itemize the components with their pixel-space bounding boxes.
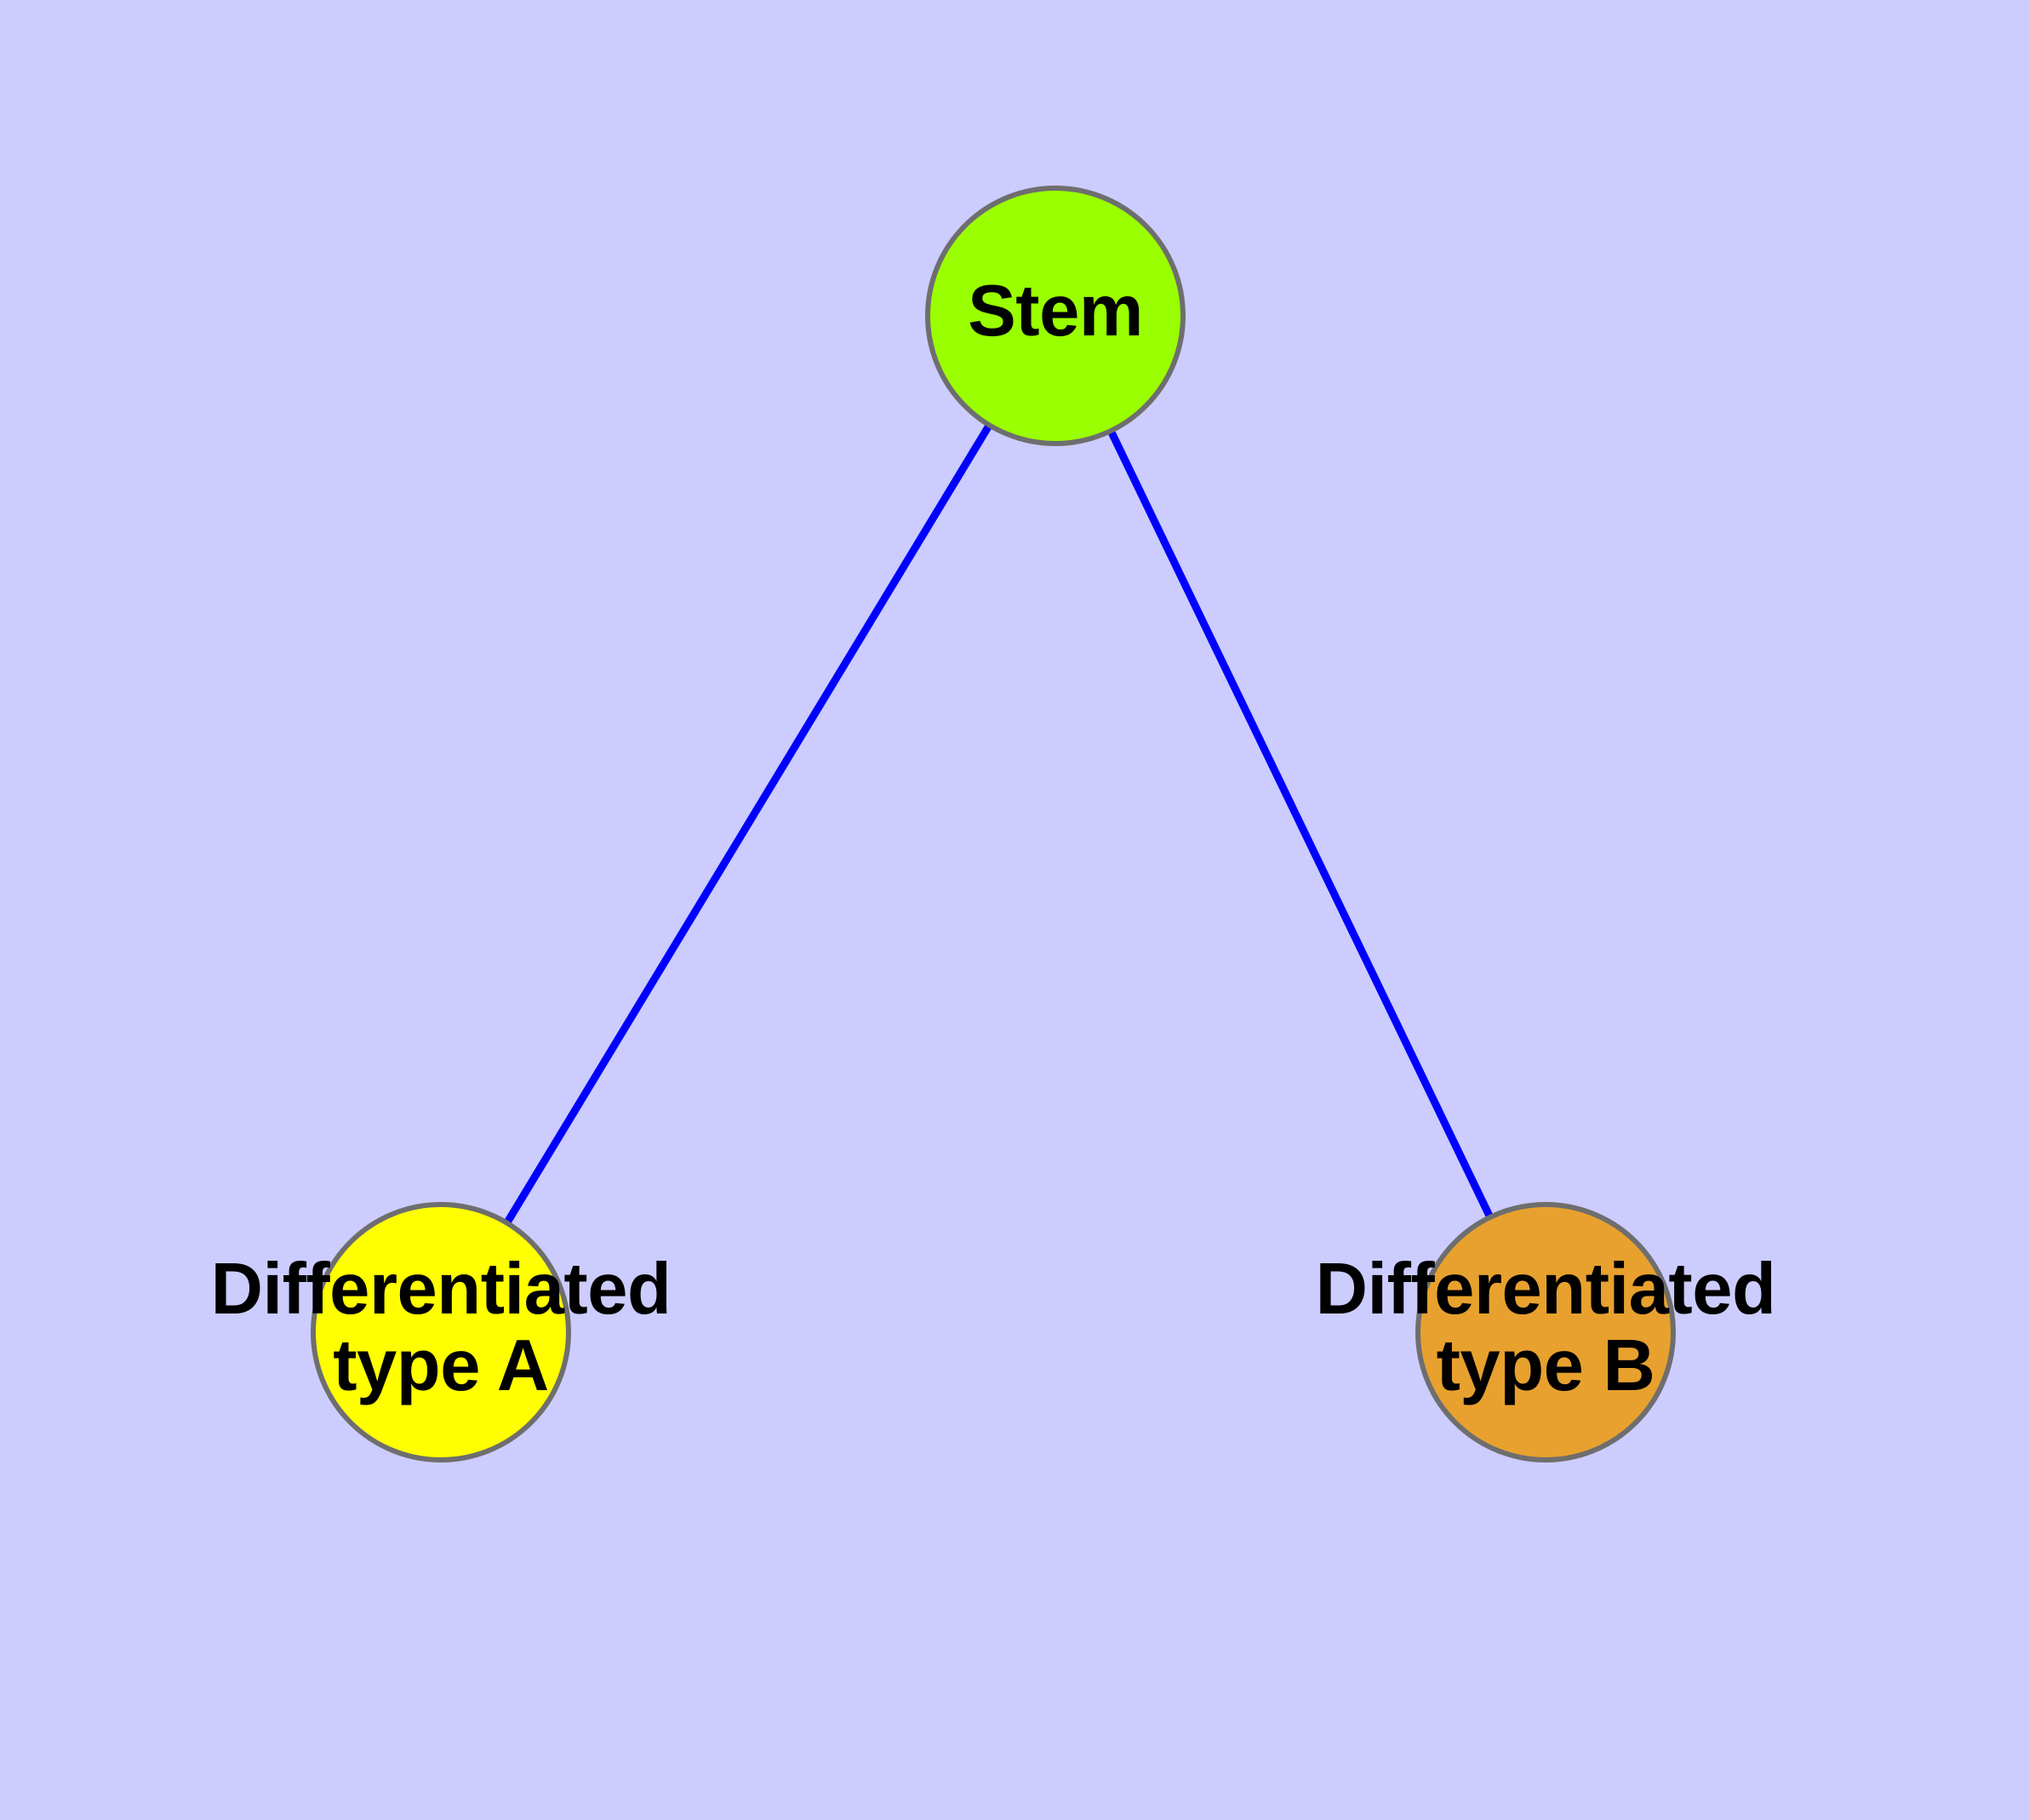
- graph-edge-stem-to-diff-a[interactable]: [504, 423, 992, 1225]
- graph-edge-stem-to-diff-b[interactable]: [1107, 430, 1494, 1218]
- graph-node-stem[interactable]: [925, 186, 1186, 446]
- graph-node-diff-a[interactable]: [311, 1202, 571, 1462]
- graph-node-diff-b[interactable]: [1415, 1202, 1676, 1462]
